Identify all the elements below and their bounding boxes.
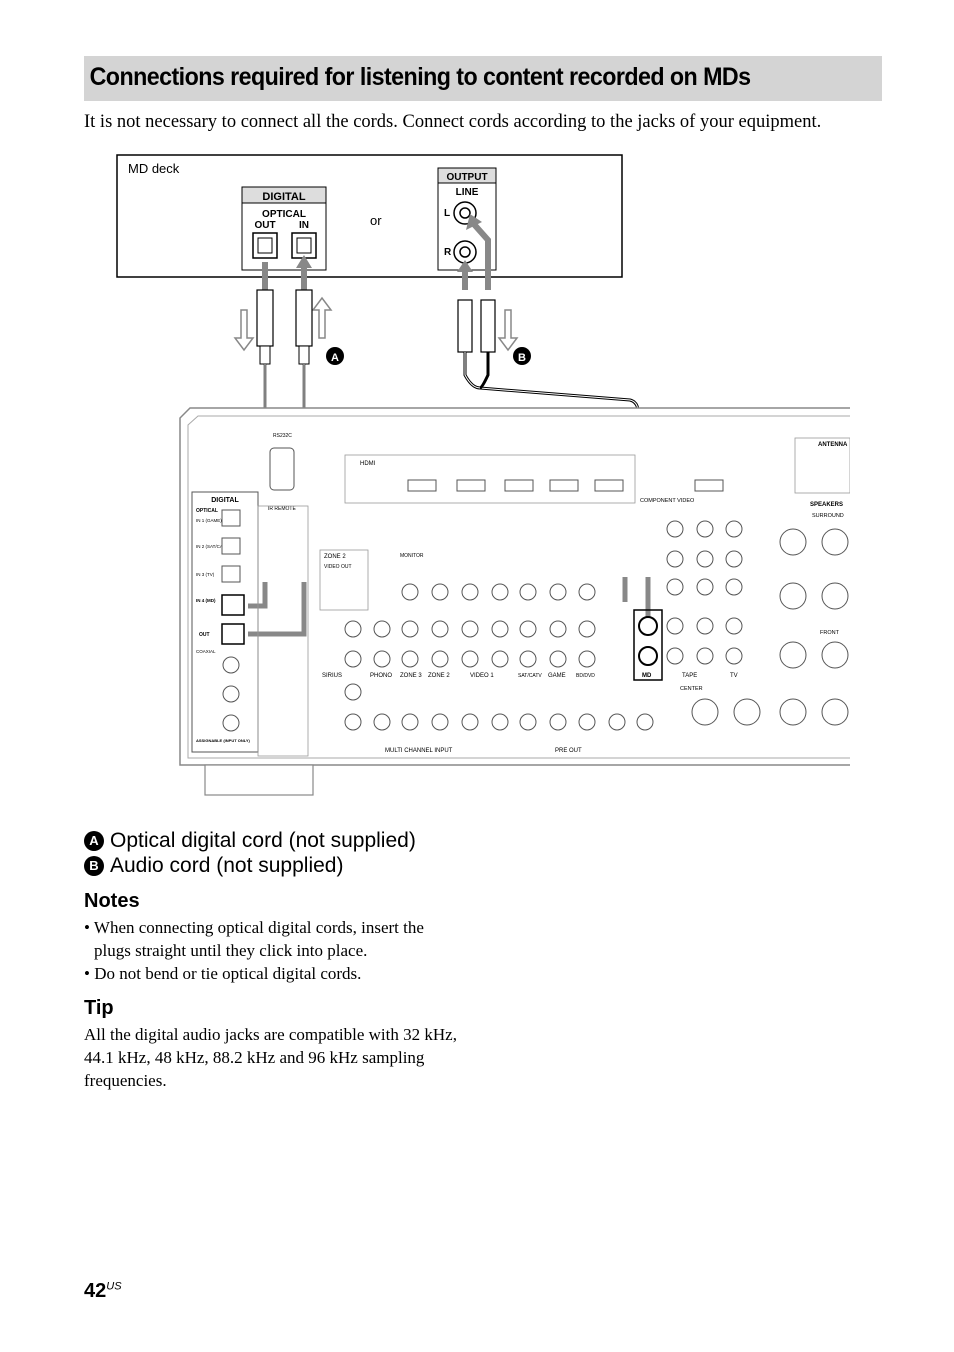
line-label: LINE <box>456 187 479 198</box>
page-number-value: 42 <box>84 1280 107 1302</box>
rx-surround: SURROUND <box>812 513 844 519</box>
rx-out: OUT <box>199 632 210 638</box>
rx-video1: VIDEO 1 <box>470 673 494 679</box>
rx-antenna: ANTENNA <box>818 442 848 448</box>
rx-tape: TAPE <box>682 673 697 679</box>
badge-b: B <box>518 352 526 364</box>
rx-front: FRONT <box>820 630 840 636</box>
optical-out-label: OUT <box>254 220 275 231</box>
rx-pre-out: PRE OUT <box>555 748 582 754</box>
optical-in-jack <box>291 232 317 259</box>
rx-ir-remote: IR REMOTE <box>268 506 296 512</box>
rx-coaxial: COAXIAL <box>196 649 216 654</box>
rx-in4: IN 4 (MD) <box>196 598 216 603</box>
legend-text-a: Optical digital cord (not supplied) <box>110 829 416 852</box>
rx-multi-channel-input: MULTI CHANNEL INPUT <box>385 748 453 754</box>
digital-label: DIGITAL <box>262 191 305 203</box>
tip-heading: Tip <box>84 997 114 1019</box>
notes-heading: Notes <box>84 890 140 912</box>
legend-item-b: B Audio cord (not supplied) <box>84 853 416 878</box>
rx-zone2-video-out: VIDEO OUT <box>324 564 352 570</box>
intro-text: It is not necessary to connect all the c… <box>84 112 822 132</box>
optical-in-label: IN <box>299 220 309 231</box>
rx-phono: PHONO <box>370 673 392 679</box>
output-label: OUTPUT <box>446 172 487 183</box>
page-number-suffix: US <box>106 1280 122 1293</box>
rx-in3: IN 3 (TV) <box>196 572 215 577</box>
rx-in2: IN 2 (SAT/CATV) <box>196 544 230 549</box>
legend: A Optical digital cord (not supplied) B … <box>84 828 416 878</box>
rx-digital-label: DIGITAL <box>211 497 239 504</box>
legend-text-b: Audio cord (not supplied) <box>110 854 344 877</box>
rx-speakers: SPEAKERS <box>810 502 843 508</box>
line-r-jack <box>453 240 477 264</box>
legend-item-a: A Optical digital cord (not supplied) <box>84 828 416 853</box>
optical-label: OPTICAL <box>262 209 306 220</box>
rx-rs232c: RS232C <box>273 433 292 439</box>
receiver-rear-panel: DIGITAL OPTICAL IN 1 (GAME) IN 2 (SAT/CA… <box>179 407 851 796</box>
md-deck-box <box>116 154 623 278</box>
notes-list: When connecting optical digital cords, i… <box>84 916 464 985</box>
rx-component-video: COMPONENT VIDEO <box>640 498 695 504</box>
rx-assignable: ASSIGNABLE (INPUT ONLY) <box>196 738 251 743</box>
section-title-bar: Connections required for listening to co… <box>84 56 882 101</box>
connection-diagram: MD deck DIGITAL OPTICAL OUT IN or OUTPUT… <box>110 150 851 805</box>
legend-badge-b: B <box>84 855 104 876</box>
rx-game: GAME <box>548 673 566 679</box>
rx-in1: IN 1 (GAME) <box>196 518 222 523</box>
note-item: Do not bend or tie optical digital cords… <box>84 962 464 985</box>
rx-bddvd: BD/DVD <box>576 673 595 679</box>
rx-zone2-audio: ZONE 2 <box>428 673 450 679</box>
badge-a: A <box>331 352 339 364</box>
rx-center: CENTER <box>680 686 703 692</box>
rx-optical-label: OPTICAL <box>196 508 218 514</box>
tip-text: All the digital audio jacks are compatib… <box>84 1025 457 1090</box>
rx-monitor: MONITOR <box>400 553 424 559</box>
rx-tv: TV <box>730 673 738 679</box>
optical-out-jack <box>252 232 278 259</box>
rx-sirius: SIRIUS <box>322 673 342 679</box>
rx-hdmi: HDMI <box>360 461 376 467</box>
legend-badge-a: A <box>84 830 104 851</box>
or-label: or <box>370 213 382 228</box>
page-title: Connections required for listening to co… <box>89 63 751 91</box>
rx-zone3: ZONE 3 <box>400 673 422 679</box>
note-item: When connecting optical digital cords, i… <box>84 916 464 962</box>
rx-zone2: ZONE 2 <box>324 554 346 560</box>
rx-md: MD <box>642 673 652 679</box>
line-l-label: L <box>444 208 450 219</box>
page-number: 42US <box>84 1280 122 1303</box>
md-deck-label: MD deck <box>128 161 180 176</box>
rx-satcatv: SAT/CATV <box>518 673 542 679</box>
line-r-label: R <box>444 247 452 258</box>
